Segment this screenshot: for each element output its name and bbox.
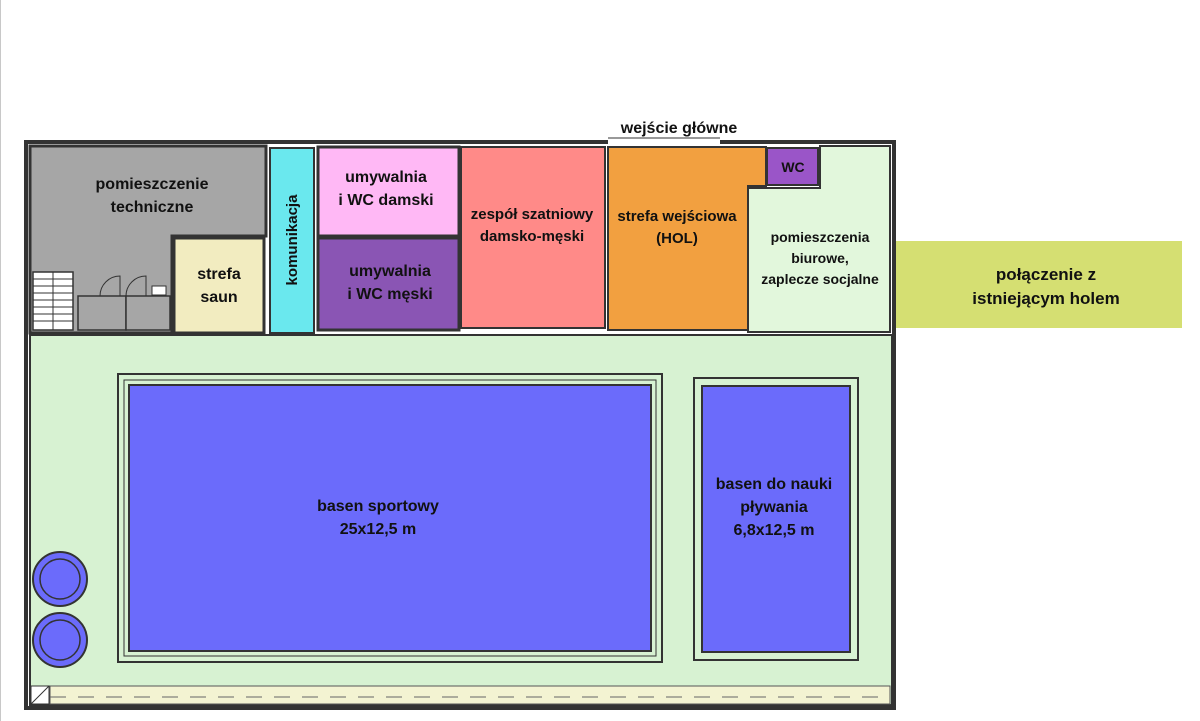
label-line: połączenie z [996, 265, 1096, 284]
label-line: damsko-męski [480, 228, 584, 245]
label-hall: strefa wejściowa (HOL) [617, 208, 737, 247]
label-wc: WC [781, 159, 804, 175]
label-line: strefa [197, 266, 241, 283]
learning-pool-rim [693, 377, 859, 661]
label-line: WC [781, 159, 804, 175]
whirlpool [32, 551, 88, 607]
communication-corridor [269, 147, 315, 334]
label-line: istniejącym holem [972, 289, 1119, 308]
label-line: techniczne [111, 199, 194, 216]
label-line: i WC męski [347, 286, 432, 303]
connection-zone [896, 241, 1182, 328]
learning-pool-water [701, 385, 851, 653]
pool-hall-walkway [49, 685, 891, 705]
corner-mark-diag [30, 685, 50, 705]
wc-men-room [316, 236, 461, 332]
label-line: wejście główne [620, 120, 738, 137]
label-changing: zespół szatniowy damsko-męski [471, 206, 594, 245]
label-line: zaplecze socjalne [761, 271, 879, 287]
door-swing [125, 275, 147, 297]
wc-room [766, 147, 819, 186]
tech-subroom [77, 295, 127, 331]
label-line: umywalnia [349, 263, 431, 280]
label-line: (HOL) [656, 230, 698, 247]
label-entrance: wejście główne [620, 120, 738, 137]
whirlpool [32, 612, 88, 668]
equipment-box [151, 285, 167, 296]
technical-room [28, 144, 268, 335]
label-wc-men: umywalnia i WC męski [347, 263, 432, 303]
stair-steps [33, 272, 73, 330]
offices-room [747, 145, 891, 333]
label-wc-women: umywalnia i WC damski [338, 169, 433, 209]
sport-pool-rim [117, 373, 663, 663]
label-line: i WC damski [338, 192, 433, 209]
label-line: komunikacja [284, 194, 301, 286]
page-edge-line [0, 0, 1, 721]
wc-women-room [316, 145, 461, 238]
label-sport-pool: basen sportowy 25x12,5 m [317, 498, 439, 538]
label-offices: pomieszczenia biurowe, zaplecze socjalne [761, 229, 879, 287]
label-line: zespół szatniowy [471, 206, 594, 223]
label-technical: pomieszczenie techniczne [96, 176, 209, 216]
label-line: umywalnia [345, 169, 427, 186]
label-line: strefa wejściowa [617, 208, 737, 225]
label-line: pływania [740, 499, 808, 516]
label-line: pomieszczenia [771, 229, 870, 245]
label-learning-pool: basen do nauki pływania 6,8x12,5 m [716, 476, 832, 539]
door-swing [99, 275, 121, 297]
label-line: pomieszczenie [96, 176, 209, 193]
sauna-zone [172, 236, 266, 335]
label-sauna: strefa saun [197, 266, 241, 306]
label-line: biurowe, [791, 250, 849, 266]
tech-subroom [125, 295, 171, 331]
changing-room [460, 146, 606, 329]
label-communication: komunikacja [284, 194, 301, 286]
label-line: basen do nauki [716, 476, 832, 493]
label-line: 6,8x12,5 m [734, 522, 815, 539]
label-connection: połączenie z istniejącym holem [972, 265, 1119, 308]
label-line: saun [200, 289, 237, 306]
label-line: basen sportowy [317, 498, 439, 515]
sport-pool-water [128, 384, 652, 652]
label-line: 25x12,5 m [340, 521, 417, 538]
